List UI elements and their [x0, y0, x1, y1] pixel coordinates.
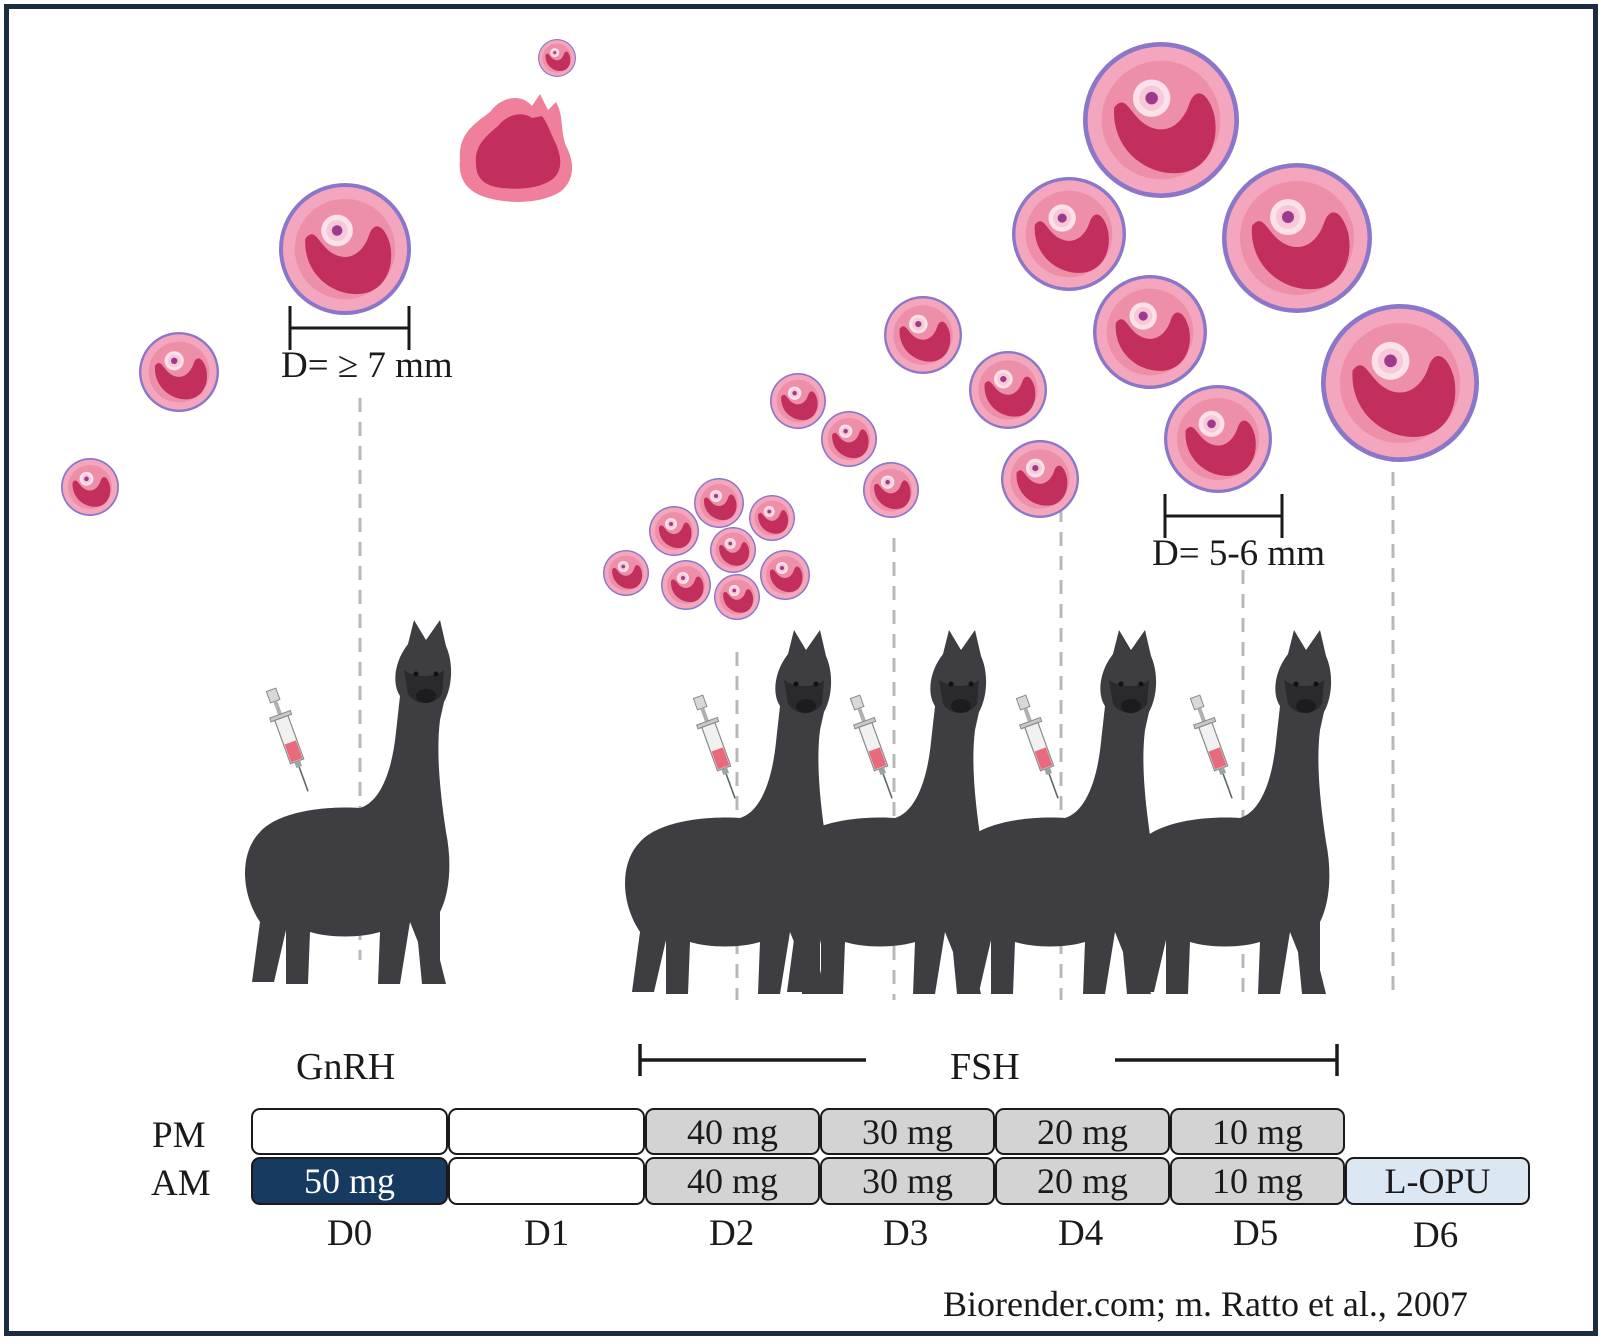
fsh-label: FSH	[950, 1046, 1020, 1088]
figure-frame	[4, 4, 1598, 1336]
am-dose-d4: 20 mg	[995, 1157, 1170, 1205]
row-label-am: AM	[151, 1163, 211, 1204]
follicle-diameter-label-left: D= ≥ 7 mm	[281, 345, 453, 386]
day-label-d1: D1	[524, 1213, 570, 1254]
day-label-d3: D3	[883, 1213, 929, 1254]
fsh-bracket	[638, 1044, 1339, 1076]
follicle-diameter-label-right: D= 5-6 mm	[1152, 533, 1325, 574]
gnrh-label: GnRH	[296, 1046, 396, 1088]
day-label-d0: D0	[327, 1213, 373, 1254]
source-credit: Biorender.com; m. Ratto et al., 2007	[943, 1284, 1468, 1324]
corpus-luteum-icon	[459, 94, 573, 202]
pm-dose-d5: 10 mg	[1170, 1108, 1345, 1155]
day-label-d6: D6	[1413, 1215, 1459, 1256]
measurement-bar-left	[288, 306, 411, 350]
pm-dose-d2: 40 mg	[645, 1108, 820, 1155]
pm-dose-d3: 30 mg	[820, 1108, 995, 1155]
alpaca-icon	[245, 620, 1332, 994]
day-label-d5: D5	[1233, 1213, 1279, 1254]
day-label-d2: D2	[709, 1213, 755, 1254]
measurement-bar-right	[1163, 494, 1284, 538]
row-label-pm: PM	[152, 1115, 206, 1156]
am-opu-d6: L-OPU	[1345, 1157, 1530, 1205]
am-dose-d3: 30 mg	[820, 1157, 995, 1205]
am-dose-d0: 50 mg	[251, 1157, 448, 1205]
am-dose-d1	[448, 1157, 645, 1205]
follicle-icon	[603, 42, 1479, 620]
am-dose-d2: 40 mg	[645, 1157, 820, 1205]
pm-dose-d1	[448, 1108, 645, 1155]
am-dose-d5: 10 mg	[1170, 1157, 1345, 1205]
pm-dose-d0	[251, 1108, 448, 1155]
pm-dose-d4: 20 mg	[995, 1108, 1170, 1155]
day-label-d4: D4	[1058, 1213, 1104, 1254]
